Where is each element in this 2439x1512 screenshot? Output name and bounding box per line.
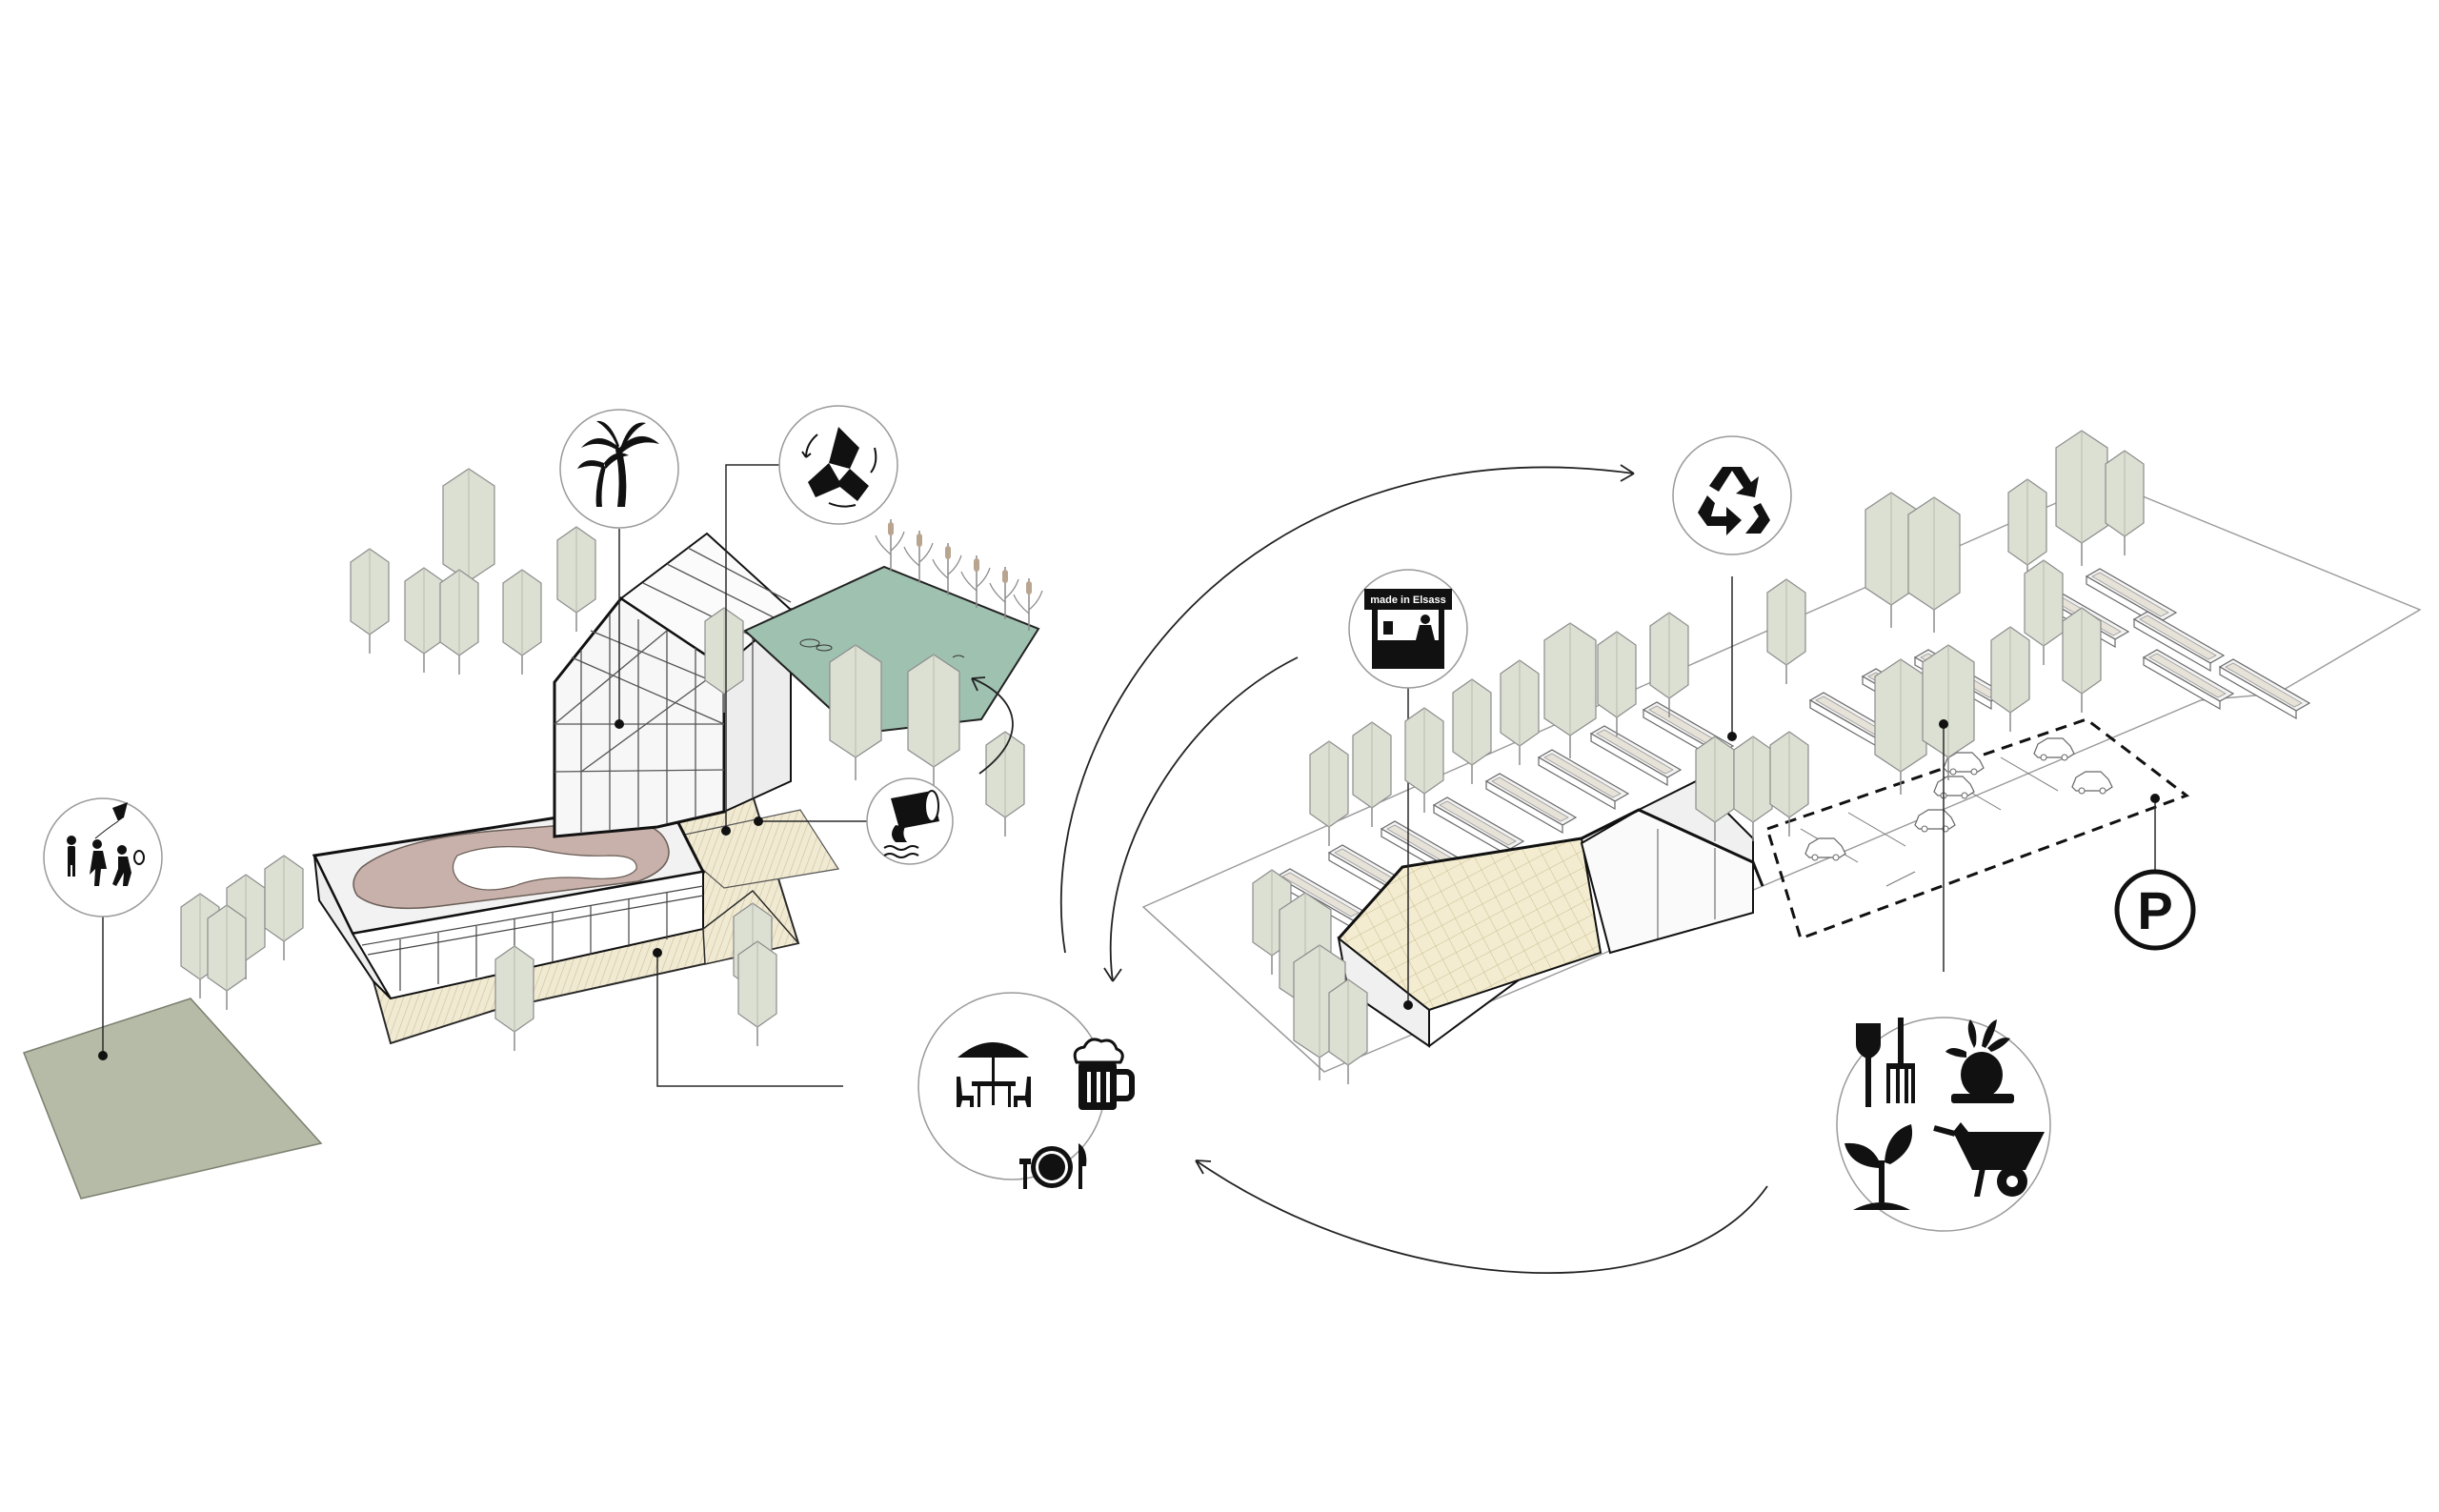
- sprout-icon: [1844, 1124, 1913, 1210]
- pitchfork-icon: [1886, 1018, 1915, 1103]
- tropical-node: [559, 409, 679, 529]
- plate-and-cutlery-icon: [1019, 1143, 1087, 1189]
- gardening-tools-icons: [1844, 1018, 2045, 1210]
- cycle-arrows: [971, 464, 1768, 1274]
- sports-field: [23, 998, 323, 1200]
- water-pipe-icon: [883, 790, 939, 858]
- pool-hall-building: [312, 794, 839, 1045]
- shovel-icon: [1856, 1023, 1881, 1107]
- beer-mug-icon: [1073, 1038, 1135, 1110]
- tree-group-left-low: [180, 855, 304, 1011]
- parking-node: P: [2114, 869, 2196, 951]
- leader-lines-left: [618, 464, 867, 1087]
- market-node: made in Elsass: [1348, 569, 1468, 689]
- market-stall-sign: made in Elsass: [1370, 595, 1446, 606]
- umbrella-icon: [957, 1042, 1029, 1058]
- wheelbarrow-icon: [1933, 1122, 2045, 1197]
- cafe-node: [917, 992, 1135, 1189]
- cafe-restaurant-icons: [957, 1038, 1135, 1189]
- parking-icon: P: [2137, 880, 2172, 940]
- joined-hands-icon: [801, 427, 877, 508]
- beetroot-icon: [1945, 1019, 2014, 1103]
- recycle-node: [1672, 435, 1792, 555]
- water-node: [866, 777, 954, 865]
- market-stall-icon: made in Elsass: [1364, 589, 1452, 669]
- cooperation-node: [778, 405, 898, 525]
- parking-area: [1765, 717, 2190, 940]
- garden-node: [1836, 1017, 2051, 1232]
- leader-dot-sports: [98, 1051, 108, 1060]
- palm-tree-icon: [577, 420, 659, 507]
- kite-and-sports-icon: [67, 802, 145, 886]
- recycle-icon: [1698, 467, 1770, 535]
- market-house: [1337, 779, 1764, 1048]
- sports-node: [43, 797, 163, 917]
- greenhouse: [553, 532, 793, 838]
